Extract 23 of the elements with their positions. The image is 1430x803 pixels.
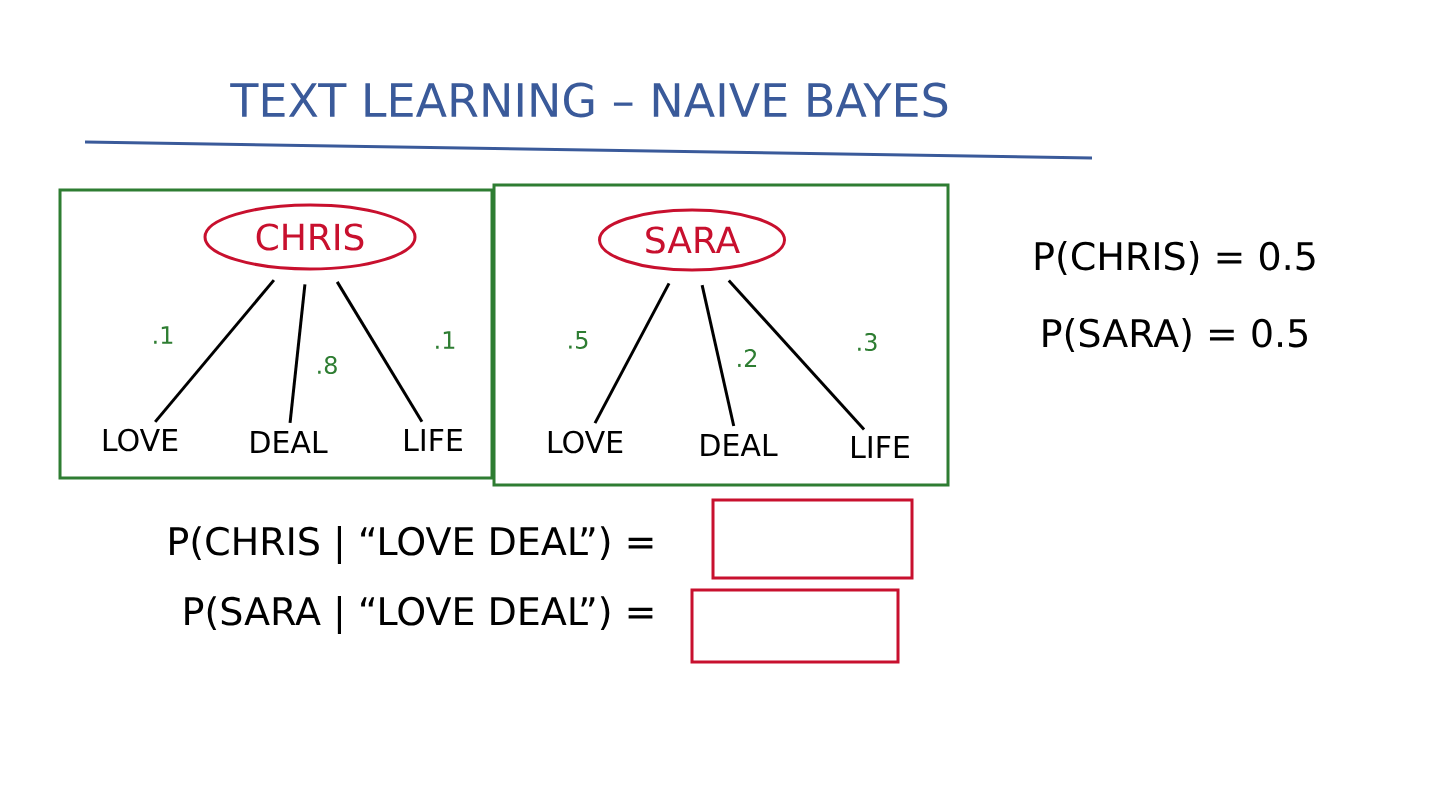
word-label: LOVE xyxy=(548,430,623,454)
probability-text: P(SARA | “LOVE DEAL”) = xyxy=(185,596,653,634)
branch-line xyxy=(288,284,307,424)
edge-label: .2 xyxy=(734,348,760,368)
title: TEXT LEARNING – NAIVE BAYES xyxy=(230,82,948,118)
group-box xyxy=(492,183,950,487)
word-label: DEAL xyxy=(701,434,778,456)
probability-text: P(CHRIS) = 0.5 xyxy=(1035,241,1315,275)
word-label: LOVE xyxy=(103,428,178,452)
edge-label: .1 xyxy=(150,325,176,345)
word-label: LIFE xyxy=(852,436,909,458)
probability-text: P(SARA) = 0.5 xyxy=(1043,318,1307,352)
branch-line xyxy=(727,279,866,431)
branch-line xyxy=(154,279,276,423)
branch-line xyxy=(700,284,736,427)
group-box xyxy=(58,188,494,480)
branch-line xyxy=(335,281,424,423)
edge-label: .1 xyxy=(432,330,458,350)
edge-label: .5 xyxy=(565,330,591,350)
branch-line xyxy=(593,282,671,424)
word-label: LIFE xyxy=(405,429,462,451)
word-label: DEAL xyxy=(251,431,328,453)
probability-text: P(CHRIS | “LOVE DEAL”) = xyxy=(170,526,653,564)
